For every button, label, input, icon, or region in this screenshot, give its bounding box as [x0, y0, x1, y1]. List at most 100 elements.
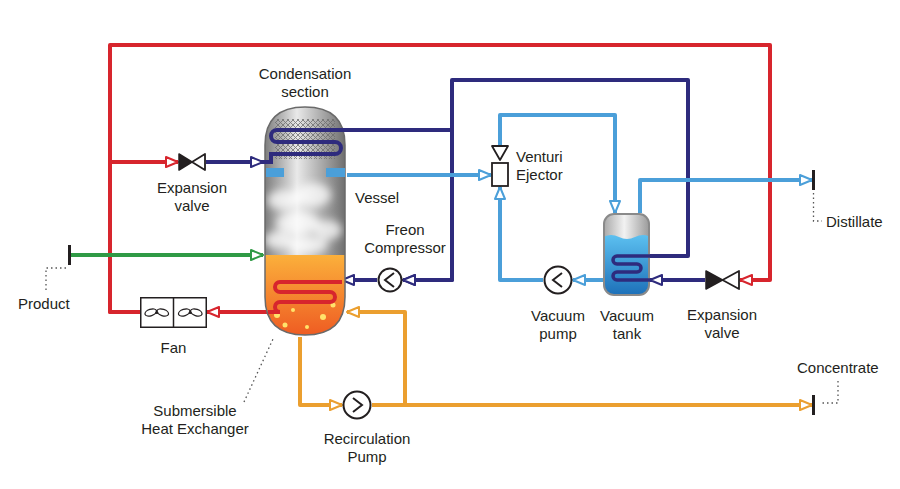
component-label: Condensation section — [245, 65, 365, 101]
terminal: Distillate — [812, 170, 815, 190]
component-label: Vacuum tank — [596, 307, 658, 343]
venturi-ejector-symbol — [491, 145, 509, 187]
valve-half — [179, 154, 192, 170]
expansion-valve-symbol — [178, 153, 206, 171]
pipe-connector — [372, 403, 812, 407]
label-slot: Distillate — [826, 213, 896, 231]
heat-exchanger-symbol — [268, 272, 342, 324]
vapour — [314, 220, 342, 240]
pipe-connector — [650, 278, 705, 282]
label-slot: Freon Compressor — [360, 221, 450, 257]
condenser-coil — [263, 130, 347, 162]
vapour — [288, 237, 328, 253]
label-slot: Venturi Ejector — [516, 148, 578, 184]
component-label: Vessel — [355, 189, 415, 207]
vapour — [295, 183, 331, 207]
fan-blade — [156, 308, 169, 318]
fan-cooler: Fan — [140, 297, 207, 328]
fan-hub — [189, 311, 192, 314]
compressor: Freon Compressor — [377, 267, 403, 293]
condensation-section-symbol — [263, 105, 347, 180]
label-slot: Concentrate — [797, 359, 887, 377]
label-slot: Expansion valve — [154, 179, 230, 215]
vapour — [267, 190, 299, 210]
pipe-connector — [207, 310, 268, 314]
pipe-connector — [71, 253, 263, 257]
distillate-tray — [326, 168, 345, 177]
label-slot: Vacuum pump — [527, 307, 589, 343]
vacuum-pump-symbol — [543, 265, 573, 295]
recirculation-pump-symbol — [342, 390, 372, 420]
leader-line — [814, 193, 823, 221]
vacuum-tank-symbol — [603, 213, 650, 296]
fan-blade — [178, 308, 191, 318]
heat-exchanger-coil — [268, 282, 342, 312]
vacuum-tank: Vacuum tank — [603, 213, 650, 296]
component-label: Concentrate — [797, 359, 887, 377]
fan-divider — [173, 297, 175, 328]
component-label: Submersible Heat Exchanger — [138, 402, 252, 438]
ejector-nozzle — [492, 146, 508, 160]
tank-outline — [604, 214, 649, 295]
pipe-connector — [500, 115, 615, 213]
compressor-symbol — [377, 267, 403, 293]
fan-blade — [144, 308, 157, 318]
pump-casing — [379, 269, 402, 292]
label-slot: Product — [18, 295, 78, 313]
vapour — [264, 231, 292, 249]
component-label: Distillate — [826, 213, 896, 231]
fan-housing — [141, 298, 207, 328]
ejector-body — [492, 163, 508, 186]
bubble — [320, 314, 326, 320]
pump-chevron — [553, 273, 562, 287]
bubble — [291, 308, 295, 312]
terminal: Product — [68, 245, 71, 265]
label-slot: Vacuum tank — [596, 307, 658, 343]
component-label: Freon Compressor — [360, 221, 450, 257]
heat-exchanger: Submersible Heat Exchanger — [268, 272, 342, 324]
component-label: Vacuum pump — [527, 307, 589, 343]
pipe-connector — [347, 173, 491, 177]
label-slot: Condensation section — [245, 65, 365, 101]
bubble — [283, 323, 288, 328]
pipe-connector — [300, 337, 342, 405]
expansion-valve: Expansion valve — [178, 153, 206, 171]
distillate-tray — [266, 168, 284, 177]
leader-line — [46, 268, 66, 291]
condensation-section: Condensation section — [263, 105, 347, 180]
valve-half — [706, 271, 723, 289]
pipe-connector — [347, 130, 452, 280]
label-slot: Recirculation Pump — [319, 430, 415, 466]
fan-hub — [155, 311, 158, 314]
pump-chevron — [385, 273, 394, 287]
leader-line — [820, 381, 838, 403]
pipe-connector — [206, 160, 263, 164]
pipe-connector — [500, 187, 543, 280]
venturi-ejector: Venturi Ejector — [491, 145, 509, 187]
tank-water — [604, 235, 649, 295]
label-slot: Submersible Heat Exchanger — [138, 402, 252, 438]
component-label: Venturi Ejector — [516, 148, 578, 184]
pump-casing — [545, 267, 572, 294]
component-label: Fan — [140, 339, 207, 357]
leader-line — [244, 339, 273, 402]
valve-half — [192, 154, 205, 170]
label-slot: Expansion valve — [684, 306, 760, 342]
label-slot: Vessel — [355, 189, 415, 207]
label-slot: Fan — [140, 339, 207, 357]
component-label: Product — [18, 295, 78, 313]
expansion-valve-symbol — [705, 270, 740, 290]
vacuum-pump: Vacuum pump — [543, 265, 573, 295]
valve-half — [723, 271, 740, 289]
recirculation-pump: Recirculation Pump — [342, 390, 372, 420]
pipe-connector — [342, 278, 377, 282]
tank-coil — [613, 256, 650, 280]
vapour — [276, 212, 320, 234]
vessel: VesselCondensation sectionSubmersible He… — [263, 105, 347, 337]
component-label: Expansion valve — [154, 179, 230, 215]
component-label: Expansion valve — [684, 306, 760, 342]
fan-blade — [190, 308, 203, 318]
